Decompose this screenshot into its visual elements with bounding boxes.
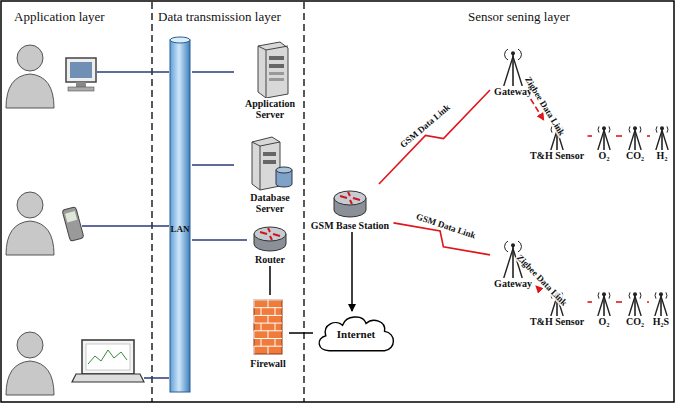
server-icon [250, 40, 290, 98]
wireless-link [379, 90, 490, 184]
db-node: Database Server [235, 134, 305, 214]
network-link [269, 266, 271, 295]
layer-separator [151, 2, 152, 402]
network-link [192, 239, 247, 241]
lan-cylinder [169, 36, 191, 396]
wireless-link [588, 135, 593, 137]
link-wire [97, 71, 169, 73]
wireless-link [616, 301, 623, 303]
antenna-icon [626, 288, 644, 316]
antenna-icon [652, 288, 670, 316]
router-icon [330, 186, 370, 220]
firewall-node: Firewall [248, 296, 288, 369]
node-label: T&H Sensor [530, 150, 584, 161]
user-laptop [6, 332, 144, 395]
antenna-node: CO₂ [624, 288, 646, 327]
antenna-icon [626, 122, 644, 150]
antenna-node: H₂ [651, 122, 673, 161]
user-phone [6, 192, 84, 255]
wireless-link [616, 135, 623, 137]
node-label: H₂ [657, 150, 668, 161]
node-label: Application Server [237, 98, 303, 120]
node-label: CO₂ [626, 316, 644, 327]
node-label: H₂S [653, 316, 669, 327]
antenna-node: O₂ [593, 122, 615, 161]
node-label: GSM Base Station [311, 220, 389, 231]
layer-heading: Sensor sening layer [468, 9, 570, 25]
node-label: Database Server [237, 192, 303, 214]
wireless-link [647, 135, 650, 137]
node-label: O₂ [599, 150, 610, 161]
node-label: T&H Sensor [530, 316, 584, 327]
antenna-node: CO₂ [624, 122, 646, 161]
node-label: Router [255, 254, 285, 265]
node-label: O₂ [599, 316, 610, 327]
edge-label: GSM Data Link [414, 211, 478, 241]
router-node: GSM Base Station [309, 186, 392, 231]
link-wire [144, 377, 169, 379]
wireless-link [647, 301, 649, 303]
edge-label: GSM Data Link [398, 102, 453, 151]
db-icon [246, 134, 294, 192]
firewall-icon [250, 296, 286, 358]
layer-heading: Data transmission layer [158, 9, 281, 25]
node-label: Gateway [494, 86, 532, 97]
server-node: Application Server [235, 40, 305, 120]
layer-heading: Application layer [14, 9, 105, 25]
antenna-node: O₂ [593, 288, 615, 327]
router-node: Router [248, 222, 292, 265]
antenna-icon [595, 288, 613, 316]
node-label: CO₂ [626, 150, 644, 161]
router-icon [250, 222, 290, 254]
antenna-node: H₂S [650, 288, 672, 327]
network-link [289, 332, 313, 334]
node-label: Internet [337, 329, 376, 340]
node-label: Firewall [250, 358, 285, 369]
wireless-link [535, 285, 537, 287]
lan-bus: LAN [169, 36, 191, 396]
node-label: LAN [169, 224, 191, 235]
antenna-icon [653, 122, 671, 150]
edge-label: Zigbee Data Link [523, 74, 568, 138]
wireless-link [588, 301, 593, 303]
network-link [192, 71, 234, 73]
network-link [351, 232, 353, 311]
link-wire [82, 225, 169, 227]
network-link [192, 164, 234, 166]
layer-separator [303, 2, 304, 402]
node-label: Gateway [494, 278, 532, 289]
user-desktop [6, 45, 96, 108]
cloud-node: Internet [314, 312, 398, 356]
antenna-icon [595, 122, 613, 150]
